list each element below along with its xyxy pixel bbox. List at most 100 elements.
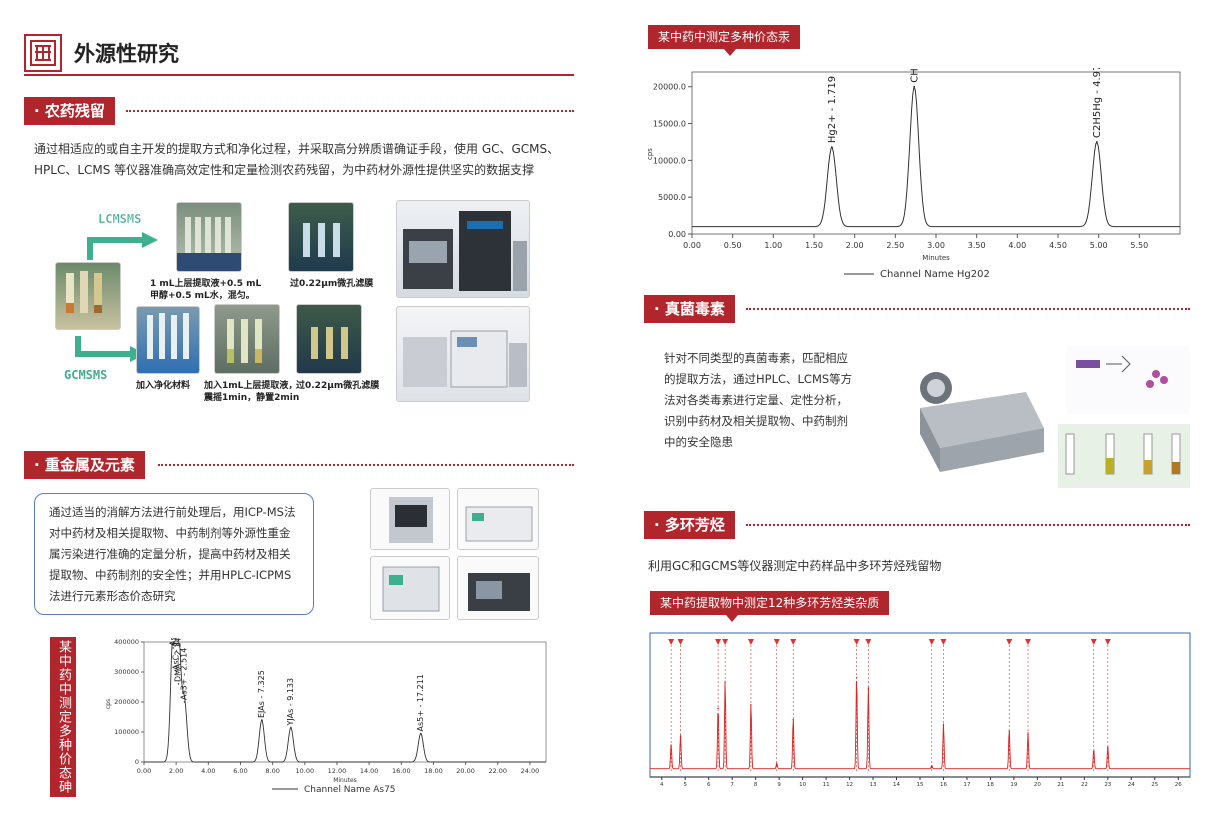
x-tick-label: 21 [1057,782,1064,787]
sample-tubes-photo [55,262,121,330]
x-tick-label: 12 [846,782,853,787]
x-tick-label: 11 [823,782,830,787]
pesticide-description: 通过相适应的或自主开发的提取方式和净化过程，并采取高分辨质谱确证手段，使用 GC… [34,142,560,177]
shaking-photo [214,304,280,374]
workflow-arrows [75,232,158,362]
title-divider [24,74,574,76]
peak-label: DMA - 2.144 [173,638,182,682]
metals-description-box: 通过适当的消解方法进行前处理后，用ICP-MS法对中药材及相关提取物、中药制剂等… [34,493,314,615]
peak-label: As3+ - 2.514 [179,648,188,700]
x-tick-label: 22.00 [488,767,507,775]
x-tick-label: 20.00 [456,767,475,775]
peak-point [261,719,263,721]
x-tick-label: 14 [893,782,900,787]
x-tick-label: 4.00 [201,767,215,775]
x-tick-label: 19 [1010,782,1017,787]
x-tick-label: 0.50 [724,241,742,250]
lcms-instrument-illustration [906,348,1046,484]
pah-chart-tag: 某中药提取物中测定12种多环芳烃类杂质 [650,591,890,622]
gcms-instrument-photo [396,306,530,402]
x-tick-label: 25 [1151,782,1158,787]
step-caption-2: 过0.22μm微孔滤膜 [290,279,374,289]
peak-point [420,732,422,735]
dotted-divider [746,308,1190,310]
mercury-chart-tag: 某中药中测定多种价态汞 [648,25,801,56]
filtration-photo-1 [288,202,354,272]
step-caption-5: 过0.22μm微孔滤膜 [296,381,380,391]
x-tick-label: 1.50 [805,241,823,250]
immunoassay-diagram [1066,346,1190,414]
peak-marker [677,639,684,645]
x-tick-label: 6.00 [233,767,247,775]
peak-point [177,683,180,685]
extraction-photo [176,202,242,272]
seal-logo [24,34,62,72]
x-tick-label: 22 [1081,782,1088,787]
y-axis-label: cps [105,699,112,709]
icp-instrument-photo-4 [457,556,539,620]
gcmsms-label: GCMSMS [64,368,108,382]
peak-marker [668,639,675,645]
peak-label: CH3Hg - 2.733 [909,68,920,83]
peak-marker [715,639,722,645]
filtration-photo-2 [296,304,362,374]
step-caption-1: 1 mL上层提取液+0.5 mL甲醇+0.5 mL水，混匀。 [150,279,262,301]
x-tick-label: 20 [1034,782,1041,787]
x-axis-label: Minutes [922,254,950,262]
x-tick-label: 18.00 [424,767,443,775]
y-tick-label: 200000 [114,698,139,706]
x-tick-label: 24 [1128,782,1135,787]
x-tick-label: 2.00 [846,241,864,250]
peak-label: AsC - 2.011 [171,638,180,670]
icp-instrument-photo-2 [457,488,539,550]
peak-marker [1025,639,1031,645]
section-tag-pah: · 多环芳烃 [644,511,735,539]
x-tick-label: 14.00 [360,767,379,775]
peak-label: Hg2+ - 1.719 [827,76,838,143]
peak-point [831,146,833,148]
peak-point [913,85,916,88]
peak-point [717,707,719,710]
x-tick-label: 4 [660,782,664,787]
peak-point [172,647,174,649]
purification-photo [136,306,200,374]
fungal-description: 针对不同类型的真菌毒素，匹配相应的提取方法，通过HPLC、LCMS等方法对各类毒… [664,351,853,449]
y-tick-label: 20000.0 [653,83,686,92]
legend-label: Channel Name As75 [304,785,396,795]
series-line [650,680,1190,770]
peak-marker [747,639,754,645]
step-caption-4: 加入1mL上层提取液，震摇1min，静置2min [204,381,300,403]
page-title: 外源性研究 [74,42,179,66]
peak-point [855,676,858,679]
y-tick-label: 15000.0 [653,120,686,129]
lcmsms-label: LCMSMS [98,212,142,226]
lcms-instrument-photo [396,200,530,298]
peak-marker [1006,639,1013,645]
x-tick-label: 13 [870,782,877,787]
y-tick-label: 0 [135,758,139,766]
x-tick-label: 23 [1104,782,1111,787]
peak-point [1095,141,1098,143]
x-tick-label: 1.00 [764,241,782,250]
peak-label: YJAs - 9.133 [286,678,295,727]
x-tick-label: 10 [799,782,806,787]
y-tick-label: 100000 [114,728,139,736]
pah-description: 利用GC和GCMS等仪器测定中药样品中多环芳烃残留物 [648,559,942,573]
x-tick-label: 16 [940,782,947,787]
x-tick-label: 0.00 [683,241,701,250]
peak-marker [790,639,797,645]
x-tick-label: 5 [683,782,687,787]
section-tag-pesticide: · 农药残留 [24,97,115,125]
x-tick-label: 6 [707,782,711,787]
x-tick-label: 3.50 [968,241,986,250]
plot-frame [649,632,1191,778]
x-tick-label: 4.00 [1008,241,1026,250]
y-axis-label: cps [646,148,654,160]
legend-label: Channel Name Hg202 [880,269,990,280]
dotted-divider [746,524,1190,526]
y-tick-label: 10000.0 [653,156,686,165]
x-tick-label: 16.00 [392,767,411,775]
x-tick-label: 4.50 [1049,241,1067,250]
